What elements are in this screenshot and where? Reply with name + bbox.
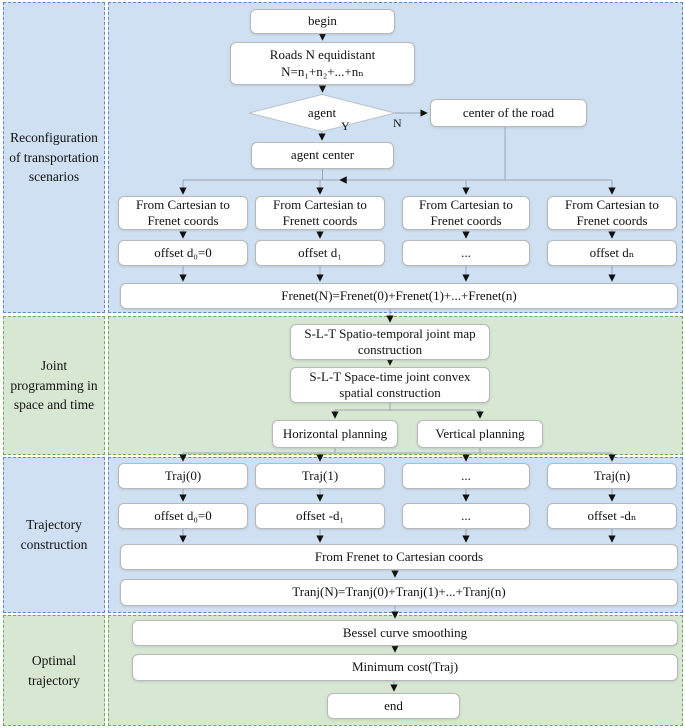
node-offset-back-1: offset -d₁: [255, 503, 385, 529]
node-horizontal-planning: Horizontal planning: [272, 420, 398, 448]
roads-formula: N=n₁+n₂+...+nₙ: [281, 63, 364, 79]
node-roads: Roads N equidistant N=n₁+n₂+...+nₙ: [230, 42, 415, 85]
node-offset-forward-1: offset d₁: [255, 240, 385, 266]
node-frenet-sum: Frenet(N)=Frenet(0)+Frenet(1)+...+Frenet…: [120, 283, 678, 309]
node-offset-back-2: ...: [402, 503, 530, 529]
node-frenet-to-cartesian: From Frenet to Cartesian coords: [120, 544, 678, 570]
agent-decision-label: agent: [307, 105, 337, 120]
node-offset-forward-2: ...: [402, 240, 530, 266]
node-offset-forward-3: offset dₙ: [547, 240, 677, 266]
diamond-shape: [249, 94, 395, 132]
node-bessel-smoothing: Bessel curve smoothing: [132, 620, 678, 646]
node-cartesian-to-frenet-2: From Cartesian to Frenet coords: [402, 196, 530, 230]
section-label-trajectory-construction: Trajectory construction: [3, 457, 105, 613]
node-traj-0: Traj(0): [118, 463, 248, 489]
node-traj-3: Traj(n): [547, 463, 677, 489]
node-slt-map: S-L-T Spatio-temporal joint map construc…: [290, 324, 490, 360]
node-offset-back-3: offset -dₙ: [547, 503, 677, 529]
section-label-optimal-trajectory: Optimal trajectory: [3, 615, 105, 726]
node-offset-back-0: offset d₀=0: [118, 503, 248, 529]
node-slt-convex: S-L-T Space-time joint convex spatial co…: [290, 367, 490, 403]
branch-label-yes: Y: [341, 119, 350, 133]
node-agent-center: agent center: [251, 142, 394, 169]
node-end: end: [327, 693, 460, 719]
node-agent-decision: agent: [249, 94, 395, 132]
branch-label-no: N: [393, 116, 402, 130]
node-vertical-planning: Vertical planning: [417, 420, 543, 448]
node-traj-1: Traj(1): [255, 463, 385, 489]
node-center-of-road: center of the road: [430, 99, 587, 127]
node-cartesian-to-frenet-3: From Cartesian to Frenet coords: [547, 196, 677, 230]
node-begin: begin: [250, 9, 395, 34]
node-minimum-cost: Minimum cost(Traj): [132, 654, 678, 681]
node-tranj-sum: Tranj(N)=Tranj(0)+Tranj(1)+...+Tranj(n): [120, 579, 678, 606]
section-label-reconfiguration: Reconfiguration of transportation scenar…: [3, 2, 105, 313]
roads-title: Roads N equidistant: [269, 47, 376, 63]
node-cartesian-to-frenet-1: From Cartesian to Frenett coords: [255, 196, 385, 230]
node-offset-forward-0: offset d₀=0: [118, 240, 248, 266]
node-cartesian-to-frenet-0: From Cartesian to Frenet coords: [118, 196, 248, 230]
node-traj-2: ...: [402, 463, 530, 489]
section-label-joint-programming: Joint programming in space and time: [3, 316, 105, 455]
